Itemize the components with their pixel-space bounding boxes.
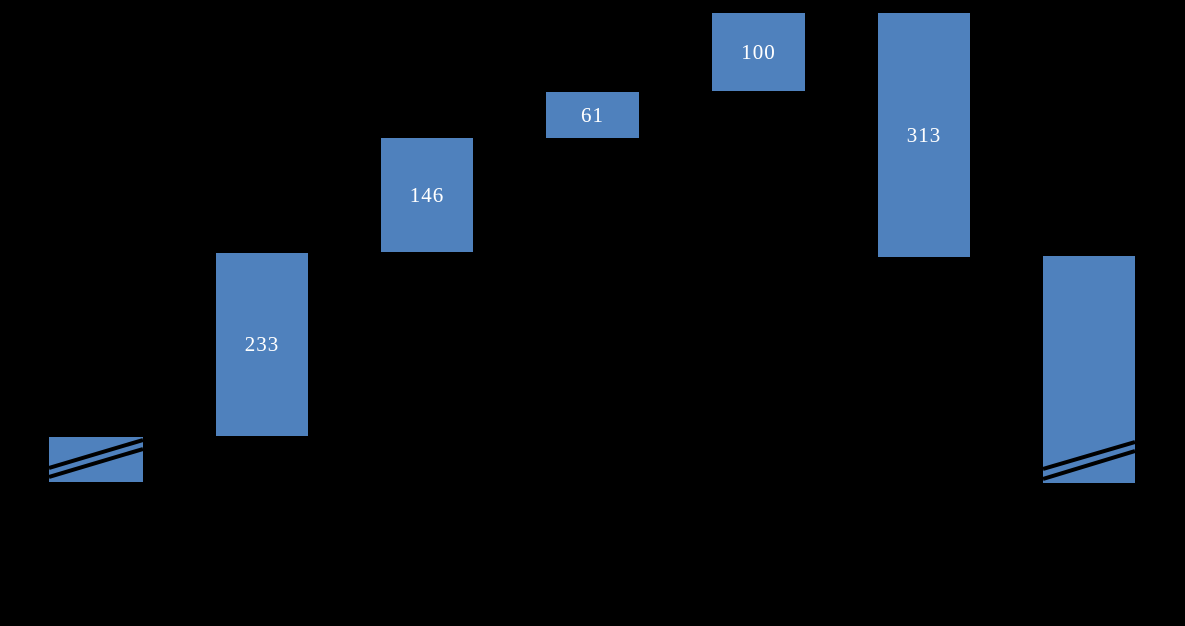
waterfall-bar-step-100: 100: [712, 13, 805, 91]
bar-label: 61: [581, 102, 604, 127]
axis-break-marks: [49, 438, 143, 479]
axis-break-line: [1043, 440, 1135, 471]
axis-break-line: [49, 438, 143, 470]
axis-break-marks: [1043, 440, 1135, 481]
bar-label: 313: [906, 122, 942, 147]
waterfall-bar-baseline-start: [49, 437, 143, 482]
waterfall-bar-step-146: 146: [381, 138, 473, 252]
waterfall-bar-step-313: 313: [878, 13, 970, 257]
axis-break-line: [1043, 449, 1135, 481]
axis-break-line: [49, 447, 143, 479]
waterfall-bar-baseline-end: [1043, 256, 1135, 483]
bar-label: 100: [741, 39, 776, 64]
bar-label: 233: [244, 332, 280, 356]
waterfall-bar-step-61: 61: [546, 92, 639, 138]
waterfall-bar-step-233: 233: [216, 253, 308, 436]
bar-label: 146: [409, 182, 445, 207]
